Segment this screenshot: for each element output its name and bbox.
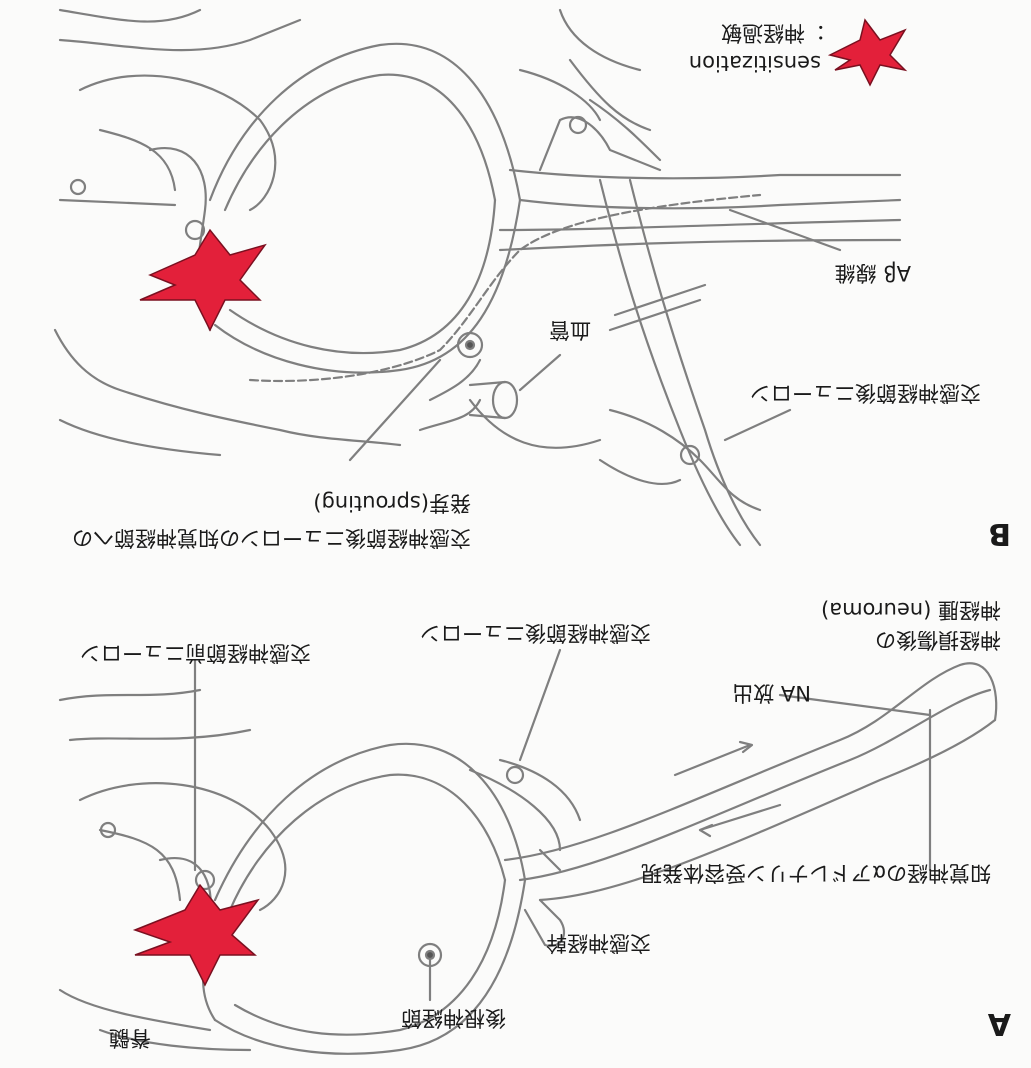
blood-vessel-label: 血管	[549, 319, 591, 340]
alpha-receptor-label: 知覚神経のαアドレナリン受容体発現	[641, 862, 991, 883]
preganglionic-label: 交感神経節前ニューロン	[80, 642, 311, 663]
dorsal-root-ganglion-label: 後根神経節	[401, 1007, 506, 1028]
postganglionic-label-b: 交感神経節後ニューロン	[750, 382, 981, 403]
sensitization-label: sensitization	[689, 52, 821, 73]
neuroma-label-2: 神経腫 (neuroma)	[821, 599, 1001, 620]
abeta-label: Aβ 線維	[835, 262, 911, 283]
panel-a-letter: A	[988, 1008, 1011, 1038]
sprouting-label-2: 発芽(sprouting)	[313, 492, 471, 513]
sensitization-jp-label: ：神経過敏	[721, 22, 826, 43]
sympathetic-trunk-label: 交感神経幹	[546, 932, 651, 953]
postganglionic-label-a: 交感神経節後ニューロン	[420, 622, 651, 643]
spinal-cord-label: 脊髄	[109, 1027, 151, 1048]
na-release-label: NA 放出	[732, 682, 811, 703]
neuroma-label-1: 神経損傷後の	[875, 629, 1001, 650]
sprouting-label-1: 交感神経節後ニューロンの知覚神経節への	[72, 527, 471, 548]
panel-b-letter: B	[988, 518, 1011, 548]
